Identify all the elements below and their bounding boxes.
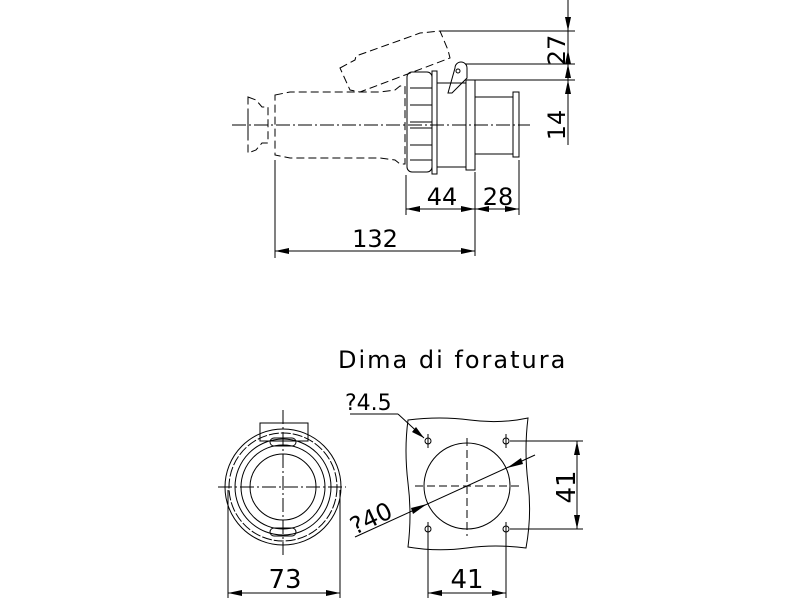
side-view: 27 14 44 28 132: [232, 0, 575, 258]
ring-flange: [431, 70, 438, 175]
drilling-template: 41 41 ?4.5 ?40: [345, 391, 583, 598]
lid-hinge: [447, 61, 468, 94]
hinge-pin: [455, 68, 461, 74]
mounting-holes: [424, 434, 510, 536]
front-view: 73: [218, 410, 346, 598]
ring-ribs: [410, 87, 432, 161]
vertical-dimensions: 27 14: [440, 0, 575, 145]
dim-41-horizontal: 41: [450, 565, 483, 595]
dim-27: 27: [543, 35, 571, 66]
dim-132: 132: [352, 225, 398, 253]
lid-tab: [259, 422, 309, 442]
handle-body: [274, 85, 406, 165]
dim-28: 28: [483, 183, 514, 211]
horizontal-dimensions: 44 28 132: [274, 160, 520, 258]
dim-41-vertical: 41: [552, 470, 582, 503]
template-title: Dima di foratura: [338, 346, 567, 374]
rear-plate: [512, 91, 520, 158]
dim-14: 14: [543, 110, 571, 141]
dim-73: 73: [268, 565, 301, 595]
hole-diameter-label: ?4.5: [345, 391, 392, 416]
lid: [339, 30, 451, 93]
dim-44: 44: [427, 183, 458, 211]
template-outline: [405, 417, 531, 551]
center-diameter-label: ?40: [346, 497, 397, 541]
